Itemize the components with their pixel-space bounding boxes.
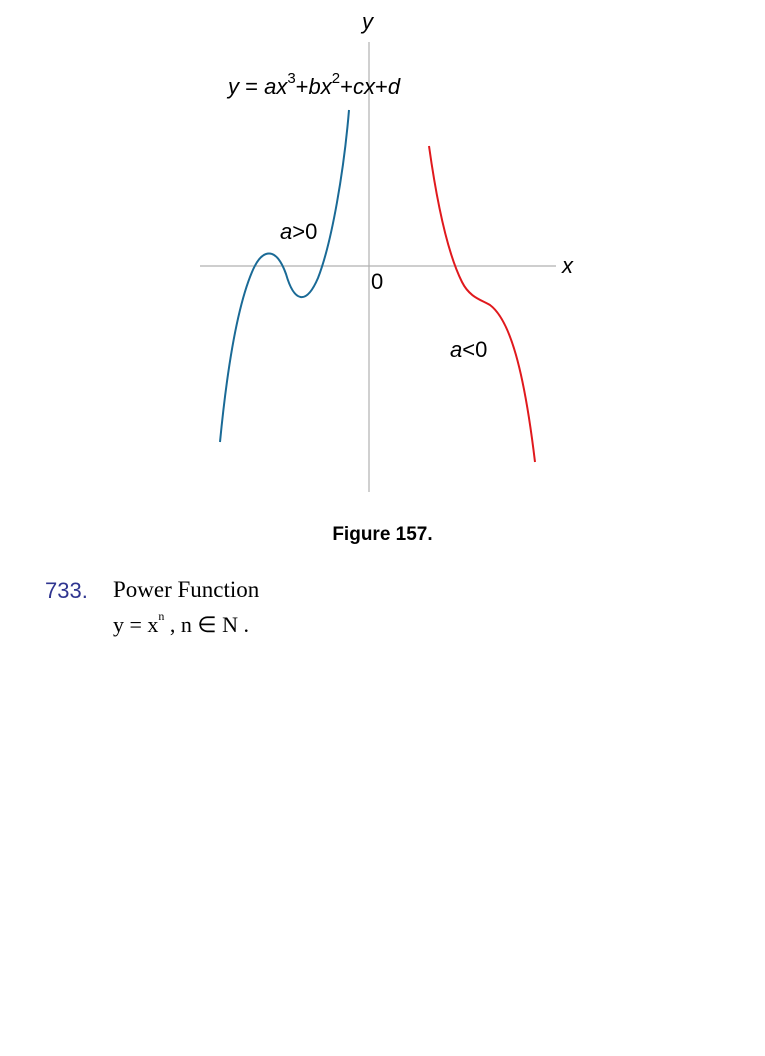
negative-curve-label: a<0 — [450, 337, 487, 362]
positive-curve-label: a>0 — [280, 219, 317, 244]
cubic-function-figure: y x 0 y = ax3+bx2+cx+d a>0 a<0 — [200, 9, 574, 492]
y-axis-label: y — [360, 9, 375, 34]
section-title: Power Function — [113, 577, 260, 602]
negative-leading-coefficient-curve — [428, 145, 536, 463]
section-number: 733. — [45, 578, 88, 603]
power-function-formula: y = xn , n ∈ N . — [113, 608, 249, 637]
figure-caption: Figure 157. — [332, 524, 433, 545]
x-axis-label: x — [561, 253, 574, 278]
positive-leading-coefficient-curve — [219, 109, 350, 443]
origin-label: 0 — [371, 269, 383, 294]
cubic-equation: y = ax3+bx2+cx+d — [226, 70, 401, 99]
